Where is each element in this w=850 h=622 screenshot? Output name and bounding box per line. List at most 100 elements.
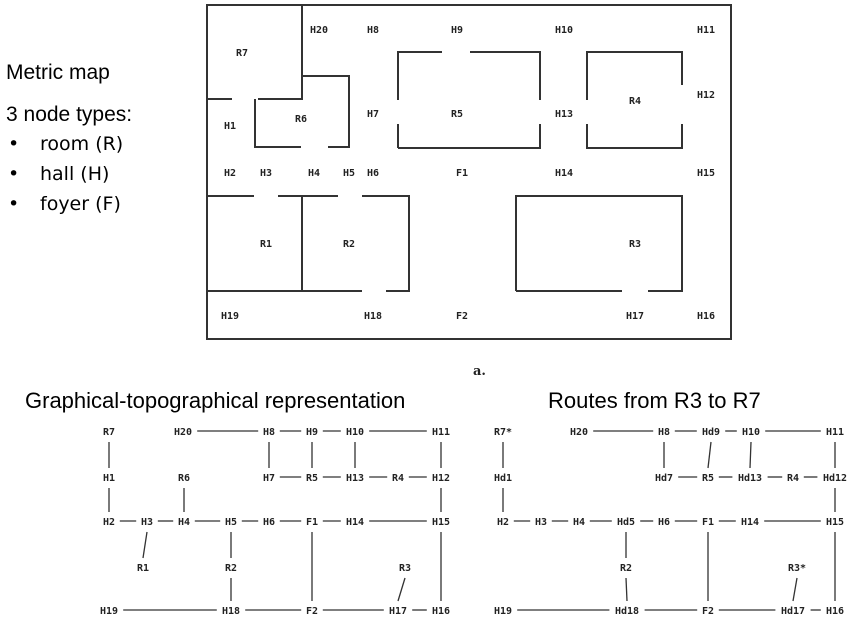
- routes-edge-r2-h18: [625, 577, 628, 602]
- routes-edge-h9-r5: [707, 441, 712, 469]
- metric-map-node-h4: H4: [308, 168, 320, 179]
- metric-map-node-h7: H7: [367, 109, 379, 120]
- graph-topo-node-r6: R6: [178, 473, 190, 484]
- graph-topo-node-r4: R4: [392, 473, 404, 484]
- routes-title: Routes from R3 to R7: [548, 388, 761, 413]
- metric-map-node-h20: H20: [310, 25, 328, 36]
- metric-map-node-h13: H13: [555, 109, 573, 120]
- graph-topo-node-h13: H13: [346, 473, 364, 484]
- metric-map-node-h5: H5: [343, 168, 355, 179]
- routes-node-h8: H8: [658, 427, 670, 438]
- graph-topo-node-h6: H6: [263, 517, 275, 528]
- graph-topo-node-h19: H19: [100, 606, 118, 617]
- routes-node-h14: H14: [741, 517, 759, 528]
- routes-edge-r3-h17: [792, 577, 798, 602]
- metric-map-node-r7: R7: [236, 48, 248, 59]
- routes-node-r3: R3*: [788, 563, 806, 574]
- graph-topo-node-h7: H7: [263, 473, 275, 484]
- routes-node-h5: Hd5: [617, 517, 635, 528]
- graph-topo-node-h20: H20: [174, 427, 192, 438]
- metric-map-node-h10: H10: [555, 25, 573, 36]
- graph-topo-title: Graphical-topographical representation: [25, 388, 406, 413]
- panel-subtitle: 3 node types:: [6, 103, 133, 126]
- metric-map-node-h8: H8: [367, 25, 379, 36]
- metric-map-node-h1: H1: [224, 121, 236, 132]
- graph-topo-node-h14: H14: [346, 517, 364, 528]
- metric-map-node-r4: R4: [629, 96, 641, 107]
- metric-map-node-r5: R5: [451, 109, 463, 120]
- routes-node-h19: H19: [494, 606, 512, 617]
- routes-node-h4: H4: [573, 517, 585, 528]
- metric-map-node-h15: H15: [697, 168, 715, 179]
- graph-topo-node-h9: H9: [306, 427, 318, 438]
- routes-node-h9: Hd9: [702, 427, 720, 438]
- metric-map-node-h14: H14: [555, 168, 573, 179]
- metric-map-node-r1: R1: [260, 239, 272, 250]
- graph-topo-node-h10: H10: [346, 427, 364, 438]
- graph-topo-node-h18: H18: [222, 606, 240, 617]
- list-item-hall: •hall (H): [8, 163, 110, 185]
- graph-topo-node-h1: H1: [103, 473, 115, 484]
- routes-node-f1: F1: [702, 517, 714, 528]
- graph-topo-node-h2: H2: [103, 517, 115, 528]
- routes-node-h13: Hd13: [738, 473, 762, 484]
- metric-map-node-h19: H19: [221, 311, 239, 322]
- routes-node-r5: R5: [702, 473, 714, 484]
- routes-node-h11: H11: [826, 427, 844, 438]
- routes-node-h2: H2: [497, 517, 509, 528]
- graph-topo-node-r3: R3: [399, 563, 411, 574]
- routes-node-r7: R7*: [494, 427, 512, 438]
- graph-topo-edges: [108, 430, 442, 611]
- metric-map-node-h18: H18: [364, 311, 382, 322]
- routes-node-h17: Hd17: [781, 606, 805, 617]
- graph-topo-node-r2: R2: [225, 563, 237, 574]
- metric-map-node-h3: H3: [260, 168, 272, 179]
- graph-topo-node-h16: H16: [432, 606, 450, 617]
- graph-topo-node-h3: H3: [141, 517, 153, 528]
- metric-map-node-f1: F1: [456, 168, 468, 179]
- metric-map-caption: a.: [473, 364, 486, 379]
- metric-map-node-r2: R2: [343, 239, 355, 250]
- routes-node-h16: H16: [826, 606, 844, 617]
- routes-node-h6: H6: [658, 517, 670, 528]
- routes-node-h3: H3: [535, 517, 547, 528]
- list-item-foyer: •foyer (F): [8, 193, 121, 215]
- metric-map-node-h12: H12: [697, 90, 715, 101]
- metric-map-walls: [206, 4, 732, 340]
- routes-node-h12: Hd12: [823, 473, 847, 484]
- graph-topo-node-f2: F2: [306, 606, 318, 617]
- graph-topo-node-h5: H5: [225, 517, 237, 528]
- metric-map-node-r6: R6: [295, 114, 307, 125]
- graph-topo-node-f1: F1: [306, 517, 318, 528]
- metric-map-node-h11: H11: [697, 25, 715, 36]
- graph-topo-node-h8: H8: [263, 427, 275, 438]
- metric-map-node-h16: H16: [697, 311, 715, 322]
- graph-topo-node-h4: H4: [178, 517, 190, 528]
- graph-topo-node-h17: H17: [389, 606, 407, 617]
- routes-node-h1: Hd1: [494, 473, 512, 484]
- routes-edges: [502, 430, 836, 611]
- metric-map-node-r3: R3: [629, 239, 641, 250]
- graph-topo-edge-h3-r1: [142, 531, 148, 559]
- graph-topo-node-h12: H12: [432, 473, 450, 484]
- routes-node-h18: Hd18: [615, 606, 639, 617]
- routes-node-h10: H10: [742, 427, 760, 438]
- routes-node-r2: R2: [620, 563, 632, 574]
- routes-node-h15: H15: [826, 517, 844, 528]
- graph-topo-node-r7: R7: [103, 427, 115, 438]
- graph-topo-edge-r3-h17: [397, 577, 406, 602]
- metric-map-node-h9: H9: [451, 25, 463, 36]
- routes-edge-h10-h13: [749, 441, 752, 469]
- graph-topo-node-r1: R1: [137, 563, 149, 574]
- routes-node-f2: F2: [702, 606, 714, 617]
- routes-node-h7: Hd7: [655, 473, 673, 484]
- metric-map-node-h17: H17: [626, 311, 644, 322]
- metric-map-node-h6: H6: [367, 168, 379, 179]
- panel-title: Metric map: [6, 61, 110, 84]
- list-item-room: •room (R): [8, 133, 124, 155]
- graph-topo-node-r5: R5: [306, 473, 318, 484]
